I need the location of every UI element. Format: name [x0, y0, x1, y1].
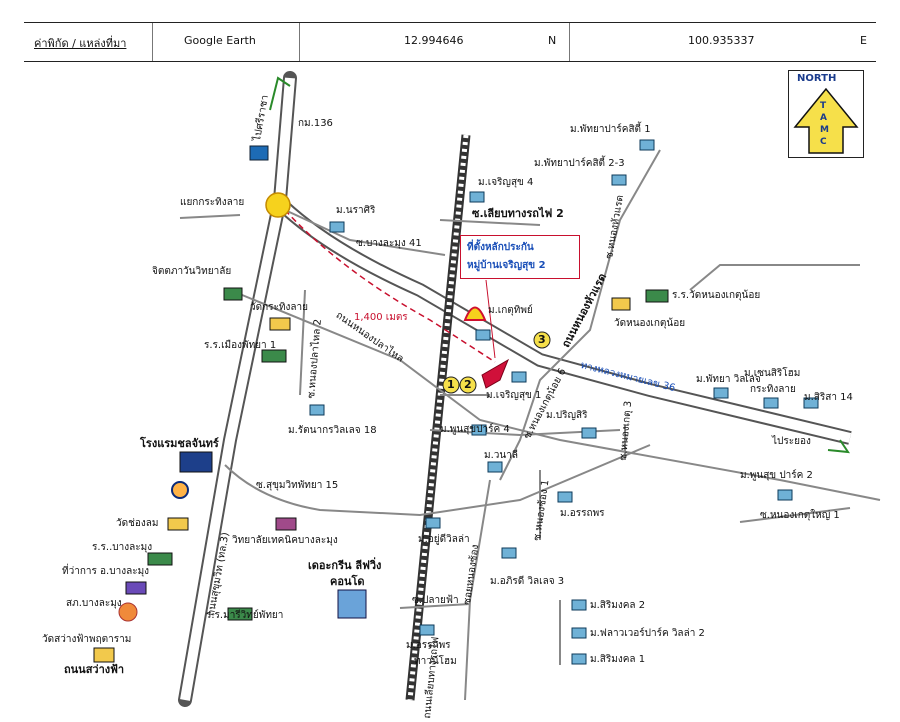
landmark-icons: [93, 287, 669, 663]
marker-3-label: 3: [538, 333, 546, 346]
rr-maree-label: ร.ร.มารีวิทย์พัทยา: [206, 610, 284, 621]
longitude-direction: E: [860, 34, 867, 47]
oasis-label: ม.อยู่ดีวิลล่า: [418, 534, 470, 545]
longitude-value: 100.935337: [688, 34, 755, 47]
pattaya-park23-label: ม.พัทยาปาร์คสิตี้ 2-3: [534, 158, 625, 169]
district-office-label: ที่ว่าการ อ.บางละมุง: [62, 566, 150, 577]
callout-line-2: หมู่บ้านเจริญสุข 2: [467, 260, 546, 271]
soi-nongket1-label: ซ.หนองเกตุใหญ่ 1: [760, 510, 840, 521]
arrow-to-rayong-icon: [827, 439, 851, 454]
arrow-to-sriracha-icon: [269, 76, 291, 111]
rr-muang-label: ร.ร.เมืองพัทยา 1: [204, 340, 277, 351]
wat-nong-label: วัดหนองเกตุน้อย: [614, 318, 686, 329]
ptt-station-icon: [171, 481, 189, 499]
charoensuk4-label: ม.เจริญสุข 4: [478, 177, 534, 188]
compass-letter-a: A: [820, 113, 827, 123]
compass-letter-t: T: [820, 101, 827, 111]
marker-1-circle: [442, 376, 460, 394]
distance-label: 1,400 เมตร: [354, 312, 408, 323]
secondary-roads: [179, 149, 881, 701]
wat-sawang-label: วัดสว่างฟ้าพฤตาราม: [42, 634, 132, 645]
marker-3-circle: [533, 331, 551, 349]
chitpa-label: จิตตภาวันวิทยาลัย: [152, 266, 232, 277]
uraporn-town-label-1: ม.อรรถพร: [406, 640, 451, 651]
pattaya-park1-label: ม.พัทยาปาร์คสิตี้ 1: [570, 124, 651, 135]
marker-2-label: 2: [464, 378, 472, 391]
flower-park-label: ม.ฟลาวเวอร์ปาร์ค วิลล่า 2: [590, 628, 705, 639]
rr-wat-nong-label: ร.ร.วัดหนองเกตุน้อย: [672, 290, 761, 301]
condo-icon: [337, 589, 367, 619]
north-label: NORTH: [797, 73, 837, 84]
km136-label: กม.136: [298, 118, 333, 129]
village-icons: [309, 139, 819, 665]
mararin-label: ม.นราศิริ: [336, 205, 376, 216]
soi-rail2-label: ซ.เลียบทางรถไฟ 2: [472, 207, 564, 220]
sirisa-label: ม.สิริสา 14: [804, 392, 853, 403]
police-label: สภ.บางละมุง: [66, 598, 122, 609]
highway-sign-icon: [249, 145, 269, 161]
callout-pointer: [485, 279, 496, 359]
north-compass: NORTH T A M C: [788, 70, 864, 158]
police-station-icon: [118, 602, 138, 622]
callout-line-1: ที่ตั้งหลักประกัน: [467, 242, 534, 253]
junction-marker: [265, 192, 291, 218]
prinsiri-label: ม.ปริญสิริ: [546, 410, 588, 421]
hotel-icon: [179, 451, 213, 473]
rr-banglamung-label: ร.ร..บางละมุง: [92, 542, 153, 553]
distance-route: [284, 209, 496, 363]
sukhumvit-road-fill: [180, 77, 295, 701]
to-rayong-label: ไประยอง: [772, 436, 811, 447]
railway-line: [405, 134, 471, 701]
soi-sukhumvit15-label: ซ.สุขุมวิทพัทยา 15: [256, 480, 339, 491]
technic-label: วิทยาลัยเทคนิคบางละมุง: [232, 535, 338, 546]
junction-label: แยกกระทิงลาย: [180, 197, 245, 208]
ketthip-label: ม.เกตุทิพย์: [488, 305, 533, 316]
central-village-label-1: ม.เซนสิริโฮม: [744, 368, 801, 379]
coordinate-field-label: ค่าพิกัด / แหล่งที่มา: [34, 37, 127, 50]
sirimongkol2-label: ม.สิริมงคล 2: [590, 600, 646, 611]
latitude-value: 12.994646: [404, 34, 464, 47]
compass-letter-c: C: [820, 137, 827, 147]
sawang-road-label: ถนนสว่างฟ้า: [64, 663, 125, 676]
poonsuk4-label: ม.พูนสุขปาร์ค 4: [440, 424, 510, 435]
compass-letter-m: M: [820, 125, 829, 135]
poonsuk2-label: ม.พูนสุข ปาร์ค 2: [740, 470, 813, 481]
uraporn-town-label-2: ทาวน์โฮม: [414, 656, 457, 667]
marker-1-label: 1: [447, 378, 455, 391]
property-callout: ที่ตั้งหลักประกัน หมู่บ้านเจริญสุข 2: [460, 235, 580, 279]
soi-plaifah-label: ซ.ปลายฟ้า: [412, 595, 459, 606]
condo-label-1: เดอะกรีน ลีฟวิ่ง: [308, 559, 382, 572]
central-village-label-2: กระทิงลาย: [750, 384, 796, 395]
latitude-direction: N: [548, 34, 557, 47]
charoensuk1-label: ม.เจริญสุข 1: [486, 390, 542, 401]
highway-36-fill: [278, 201, 852, 443]
source-value: Google Earth: [184, 34, 256, 47]
marker-2-circle: [459, 376, 477, 394]
wat-krathing-label: วัดกระทิงลาย: [250, 302, 308, 313]
north-arrow-icon: [793, 87, 859, 154]
pattaya-village3-label: ม.อภิรดี วิลเลจ 3: [490, 576, 565, 587]
wat-chongkhom-label: วัดช่องลม: [116, 518, 159, 529]
condo-label-2: คอนโด: [330, 575, 365, 588]
hotel-label: โรงแรมชลจันทร์: [140, 437, 219, 450]
coordinate-header: ค่าพิกัด / แหล่งที่มา Google Earth 12.99…: [24, 22, 876, 62]
rattanakorn-label: ม.รัตนากรวิลเลจ 18: [288, 425, 377, 436]
sirimongkol1-label: ม.สิริมงคล 1: [590, 654, 646, 665]
property-location-icon: [481, 358, 510, 389]
soi-bang41-label: ซ.บางละมุง 41: [356, 238, 422, 249]
pattaya-village-label: ม.พัทยา วิลเลจ: [696, 374, 761, 385]
uraporn-label: ม.อรรถพร: [560, 508, 605, 519]
shell-station-icon: [463, 306, 487, 321]
wanali-label: ม.วนาลี: [484, 450, 518, 461]
